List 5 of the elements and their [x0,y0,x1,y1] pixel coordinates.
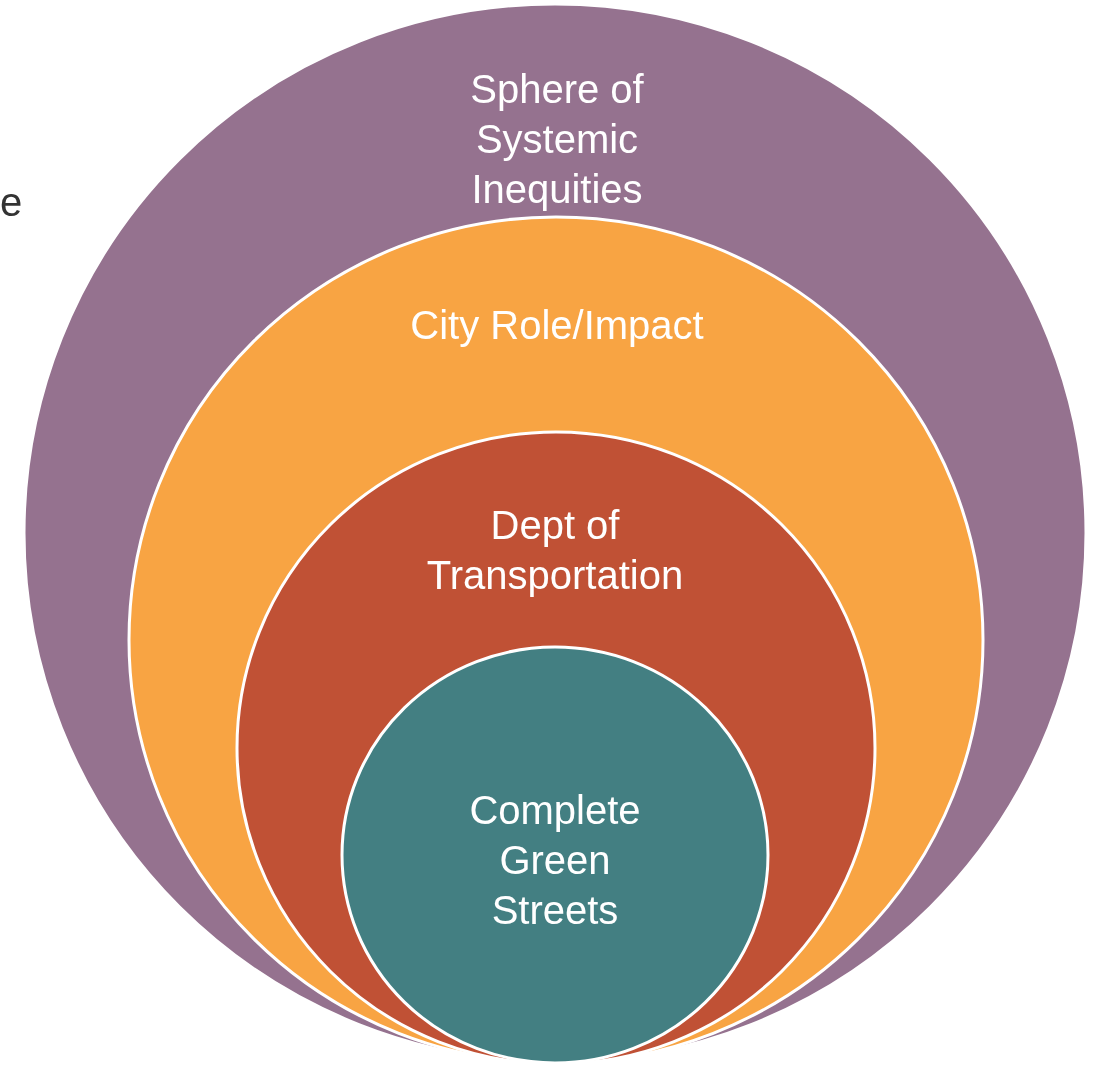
ellipse-label: Complete Green Streets [468,787,642,934]
cut-off-text: e [0,179,23,226]
ellipse-label: Sphere of Systemic Inequities [469,66,645,213]
ellipse-label: City Role/Impact [409,302,705,349]
ellipse-label: Dept of Transportation [425,502,685,599]
